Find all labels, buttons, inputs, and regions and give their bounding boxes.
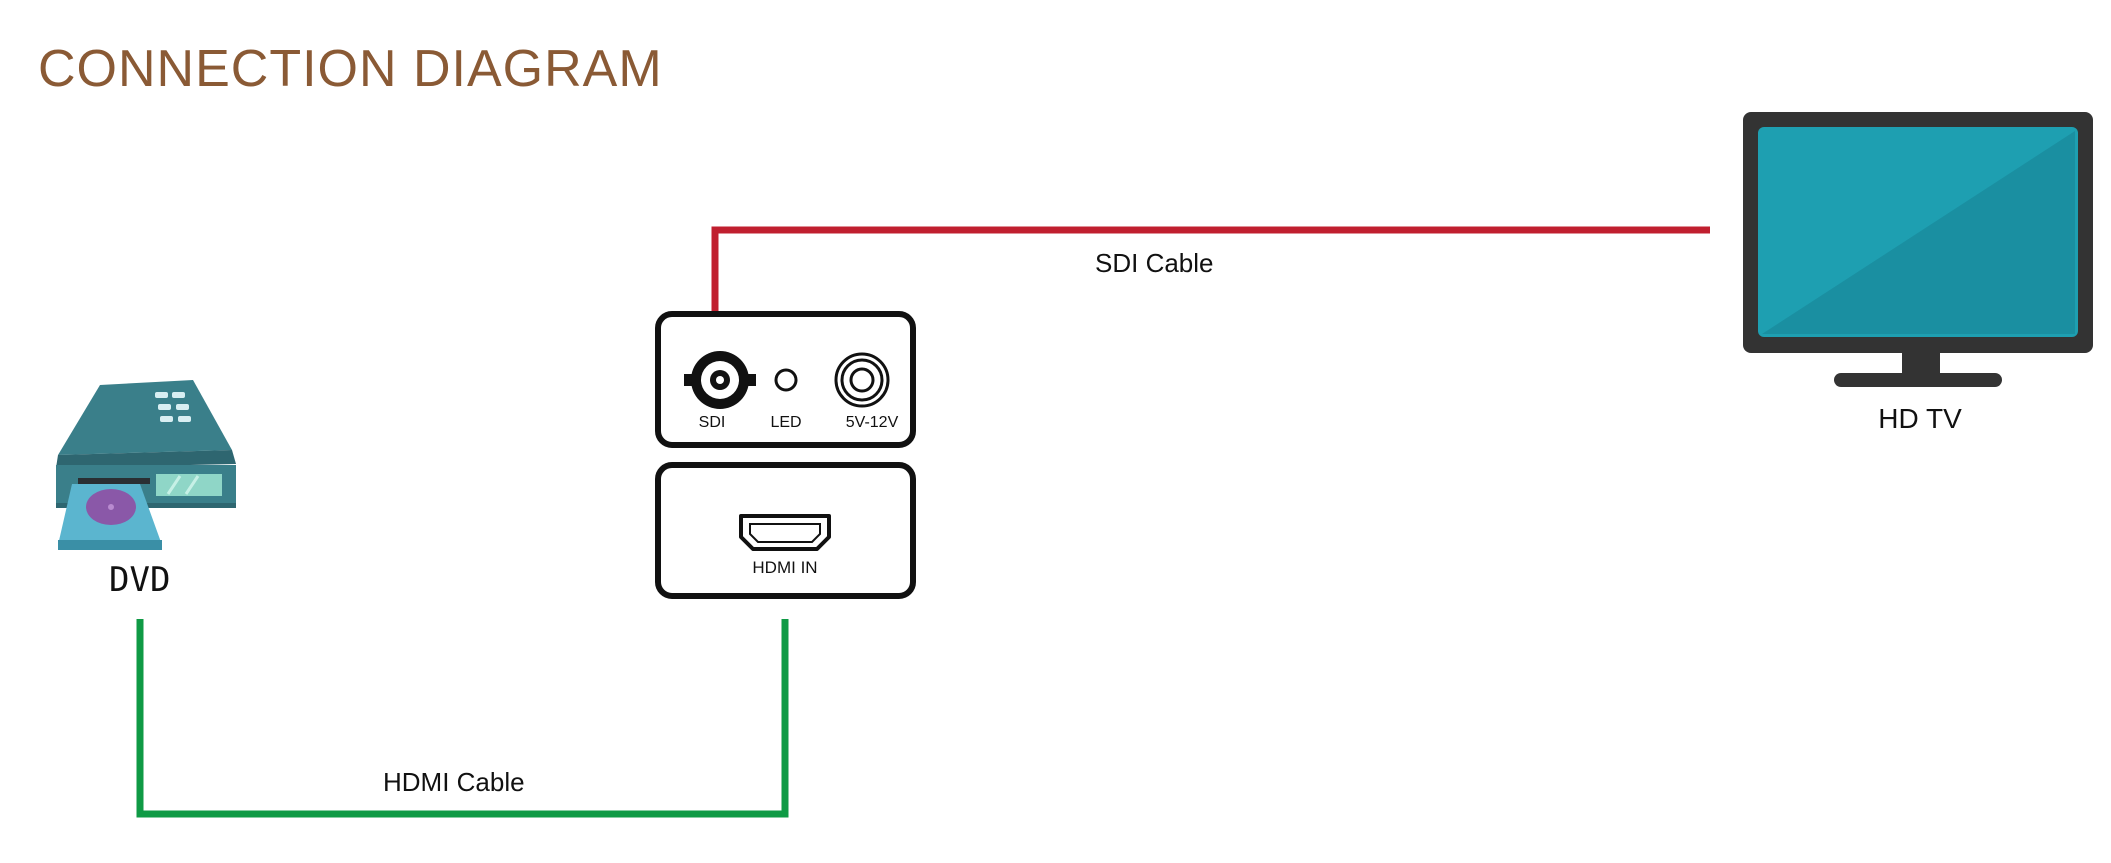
hdmi-port-label: HDMI IN: [752, 558, 817, 577]
page-title: CONNECTION DIAGRAM: [38, 40, 663, 98]
tv-label: HD TV: [1878, 403, 1962, 434]
dvd-player-icon: [56, 380, 236, 550]
sdi-cable-label: SDI Cable: [1095, 248, 1214, 278]
dc-power-jack-icon: [834, 352, 890, 408]
dvd-label: DVD: [109, 560, 170, 600]
hdmi-cable-line: [136, 619, 789, 818]
power-port-label: 5V-12V: [846, 414, 899, 431]
hdmi-port-icon: [739, 514, 831, 551]
tv-icon: [1743, 112, 2093, 387]
sdi-cable-line: [711, 226, 1710, 338]
led-label: LED: [770, 414, 801, 431]
sdi-port-label: SDI: [699, 414, 726, 431]
led-indicator-icon: [774, 368, 798, 392]
hdmi-cable-label: HDMI Cable: [383, 767, 525, 797]
bnc-connector-icon: [684, 351, 756, 409]
